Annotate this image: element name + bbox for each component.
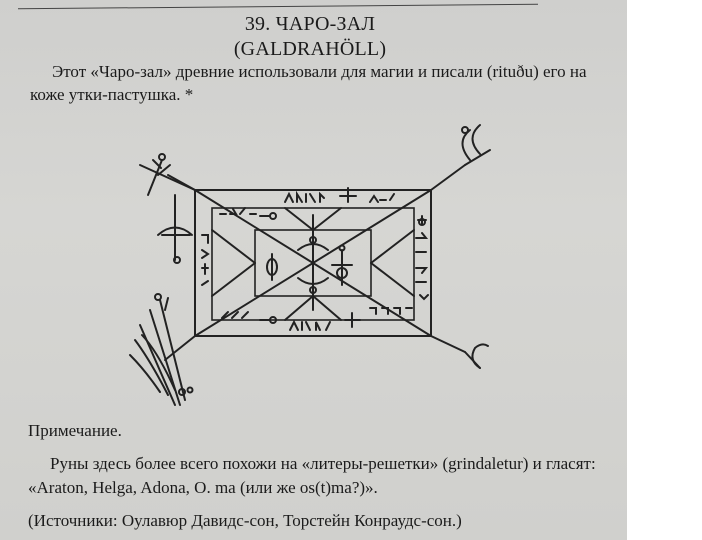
chapter-subtitle: (GALDRAHÖLL) — [233, 38, 387, 60]
chapter-title: 39. ЧАРО-ЗАЛ (GALDRAHÖLL) — [190, 12, 430, 62]
note-label: Примечание. — [28, 421, 122, 440]
note-text: Руны здесь более всего похожи на «литеры… — [28, 454, 596, 497]
galdrahöll-stave-figure — [120, 120, 520, 415]
blank-margin — [627, 0, 702, 540]
magic-stave-icon — [129, 124, 491, 406]
middle-frame — [211, 207, 415, 321]
book-page: 39. ЧАРО-ЗАЛ (GALDRAHÖLL) Этот «Чаро-зал… — [0, 0, 627, 540]
chapter-number-title: 39. ЧАРО-ЗАЛ — [244, 13, 376, 35]
top-rule — [18, 3, 538, 10]
intro-paragraph: Этот «Чаро-зал» древние использовали для… — [30, 62, 587, 104]
sources-line: (Источники: Оулавюр Давидс-сон, Торстейн… — [28, 511, 462, 530]
outer-frame — [194, 189, 432, 337]
